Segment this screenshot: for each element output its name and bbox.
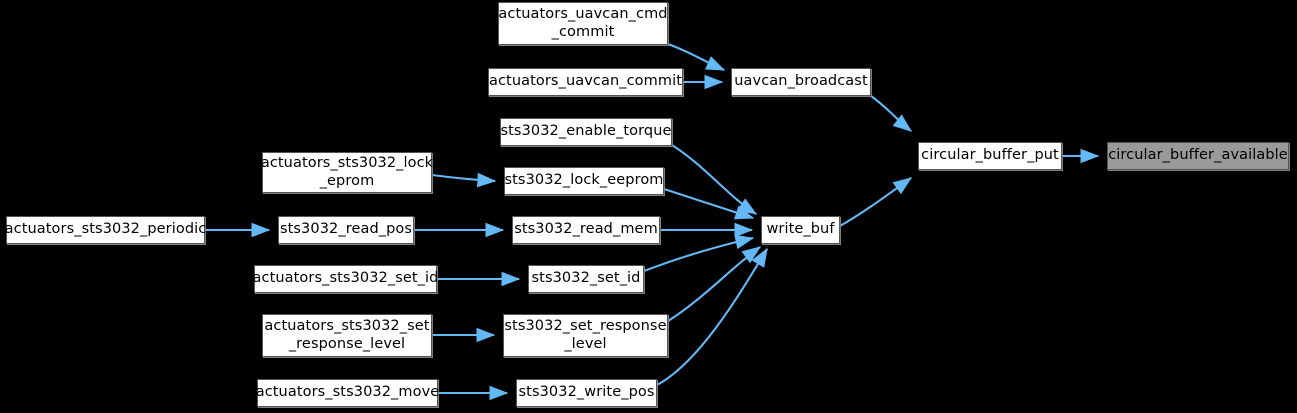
edges (205, 43, 1100, 401)
call-edge-n15-n11 (667, 246, 762, 322)
graph-node-sts3032_read_pos[interactable]: sts3032_read_pos (278, 216, 414, 244)
call-edge-n4-n5 (431, 172, 497, 188)
call-edge-n11-n6 (839, 177, 913, 227)
graph-node-actuators_uavcan_commit[interactable]: actuators_uavcan_commit (488, 68, 683, 96)
graph-node-sts3032_set_id[interactable]: sts3032_set_id (528, 265, 644, 293)
graph-node-actuators_sts3032_lock_eprom[interactable]: actuators_sts3032_lock _eprom (261, 152, 433, 193)
call-edge-n17-n11 (656, 247, 768, 386)
graph-node-uavcan_broadcast[interactable]: uavcan_broadcast (731, 68, 871, 96)
graph-node-actuators_sts3032_set_id[interactable]: actuators_sts3032_set_id (253, 265, 438, 293)
call-edge-n5-n11 (663, 188, 755, 220)
graph-node-actuators_sts3032_move[interactable]: actuators_sts3032_move (256, 379, 439, 407)
graph-node-sts3032_read_mem[interactable]: sts3032_read_mem (512, 216, 660, 244)
graph-node-circular_buffer_available[interactable]: circular_buffer_available (1107, 142, 1289, 170)
graph-node-actuators_sts3032_periodic[interactable]: actuators_sts3032_periodic (5, 216, 206, 244)
graph-node-sts3032_lock_eeprom[interactable]: sts3032_lock_eeprom (504, 167, 664, 195)
call-edge-n13-n11 (643, 234, 755, 272)
graph-node-actuators_uavcan_cmd_commit[interactable]: actuators_uavcan_cmd _commit (498, 2, 668, 45)
graph-node-sts3032_enable_torque[interactable]: sts3032_enable_torque (500, 118, 672, 146)
call-edge-n2-n6 (870, 95, 912, 132)
graph-node-sts3032_write_pos[interactable]: sts3032_write_pos (516, 379, 657, 407)
graph-node-actuators_sts3032_set_response_level[interactable]: actuators_sts3032_set _response_level (262, 314, 432, 357)
graph-node-circular_buffer_put[interactable]: circular_buffer_put (918, 142, 1062, 170)
call-edge-n0-n2 (667, 43, 726, 71)
call-edge-n3-n11 (671, 144, 758, 215)
graph-node-write_buf[interactable]: write_buf (761, 216, 840, 244)
graph-node-sts3032_set_response_level[interactable]: sts3032_set_response _level (503, 314, 668, 357)
